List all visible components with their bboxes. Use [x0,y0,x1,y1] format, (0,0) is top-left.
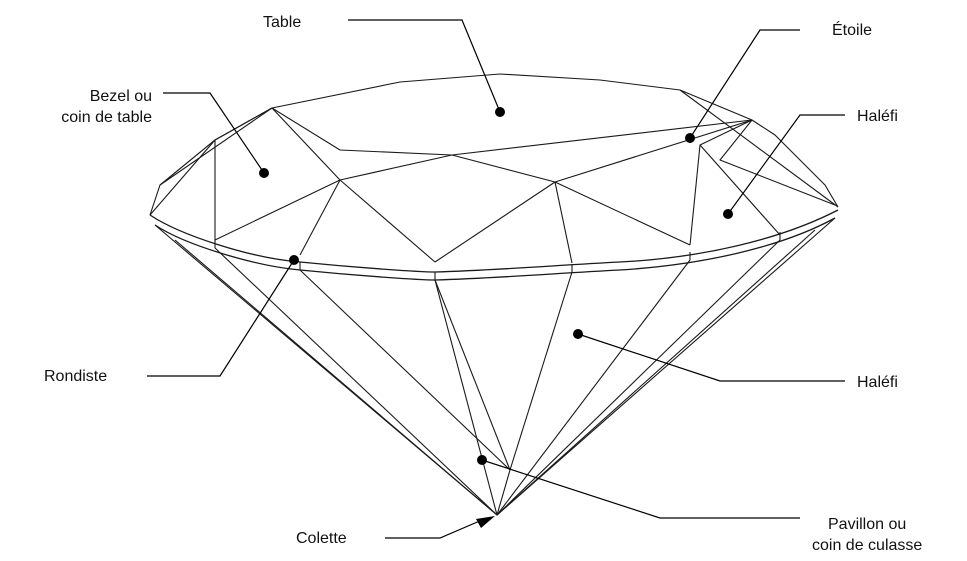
diamond-crown [150,74,838,263]
leader-rondiste [147,260,294,376]
leader-pavillon [482,460,800,518]
dot-bezel [259,168,269,178]
leader-colette [385,520,482,538]
dot-rondiste [289,255,299,265]
label-colette: Colette [296,528,347,549]
dot-table [495,107,505,117]
label-pavillon: Pavillon ou coin de culasse [812,514,922,556]
label-halefi-pavilion: Haléfi [857,372,898,393]
label-dots [259,107,733,465]
label-rondiste: Rondiste [44,366,107,387]
colette-arrowhead [476,516,495,528]
diamond-girdle [150,210,838,280]
dot-halefi-pavilion [573,329,583,339]
leader-bezel [163,93,264,173]
dot-pavillon [477,455,487,465]
label-table: Table [263,12,301,33]
dot-etoile [685,133,695,143]
leader-halefi-pavilion [578,334,845,381]
leader-table [348,20,500,112]
dot-halefi-crown [723,209,733,219]
label-halefi-crown: Haléfi [857,106,898,127]
label-bezel: Bezel ou coin de table [10,86,152,128]
label-etoile: Étoile [832,20,872,41]
